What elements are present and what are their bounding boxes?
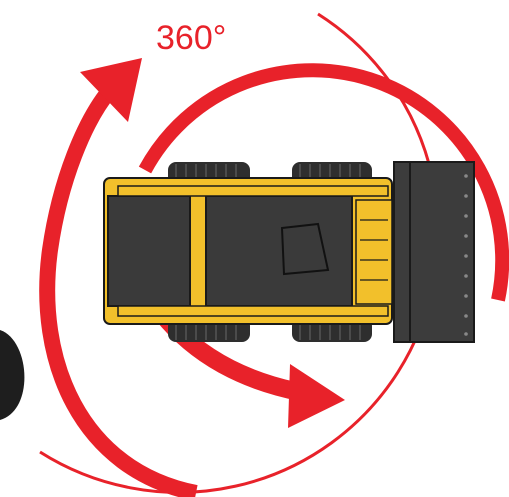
top-arrowhead-icon [80, 58, 142, 122]
cab-roof [205, 195, 353, 307]
front-frame [355, 199, 393, 305]
bucket [393, 161, 475, 343]
lift-arm-left [117, 185, 389, 197]
rotation-label: 360° [156, 19, 227, 57]
engine-cover [107, 195, 191, 307]
bottom-arrowhead-icon [288, 364, 345, 428]
skid-steer-loader-icon [103, 161, 475, 343]
lift-arm-right [117, 305, 389, 317]
cab-hatch [280, 222, 330, 276]
left-thick-arc [39, 84, 198, 497]
inner-circle-arc [138, 63, 509, 302]
outer-thin-arc [39, 12, 440, 494]
edge-object [0, 330, 25, 420]
